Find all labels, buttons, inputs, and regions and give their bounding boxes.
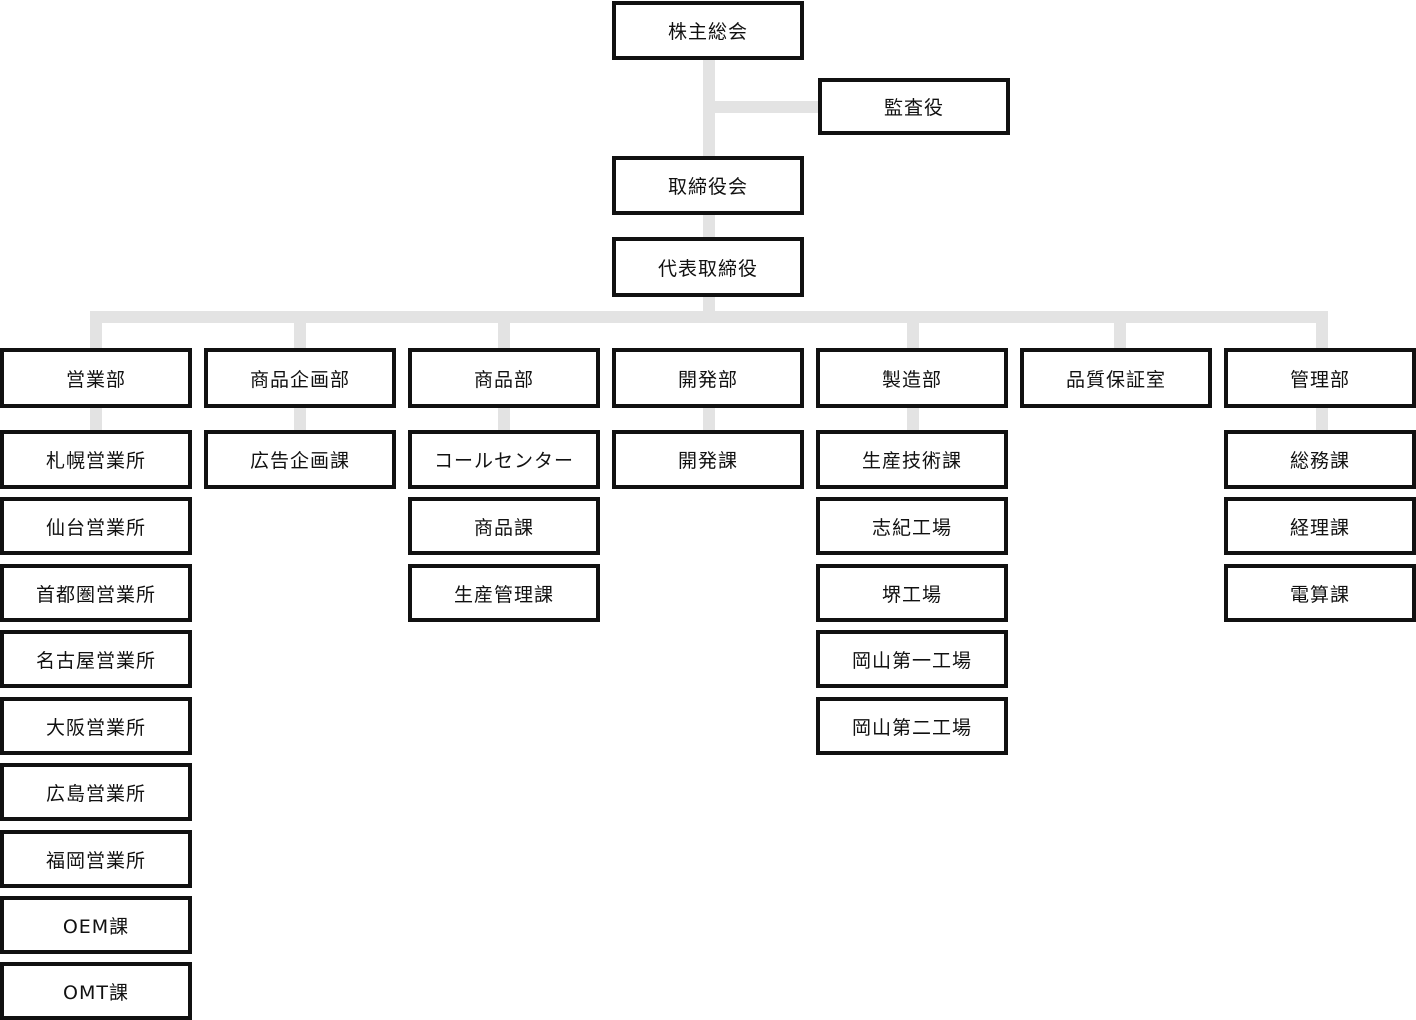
unit-box: 札幌営業所 (0, 430, 192, 489)
shareholders-box: 株主総会 (612, 1, 804, 60)
unit-box: 生産技術課 (816, 430, 1008, 489)
unit-box: 生産管理課 (408, 564, 600, 622)
connector-dept-0 (90, 311, 102, 353)
connector-dept-5 (1114, 311, 1126, 353)
connector-units-4 (907, 400, 919, 434)
department-box: 商品企画部 (204, 348, 396, 408)
department-box: 商品部 (408, 348, 600, 408)
connector-units-1 (294, 400, 306, 434)
unit-box: 大阪営業所 (0, 697, 192, 755)
connector-units-6 (1316, 400, 1328, 434)
unit-box: OMT課 (0, 962, 192, 1020)
president-box: 代表取締役 (612, 237, 804, 297)
department-box: 管理部 (1224, 348, 1416, 408)
unit-box: 商品課 (408, 497, 600, 555)
connector-dept-2 (498, 311, 510, 353)
unit-box: 広告企画課 (204, 430, 396, 489)
connector-departments-horizontal (90, 311, 1328, 323)
connector-units-0 (90, 400, 102, 434)
department-box: 開発部 (612, 348, 804, 408)
department-box: 営業部 (0, 348, 192, 408)
connector-dept-6 (1316, 311, 1328, 353)
unit-box: 岡山第一工場 (816, 630, 1008, 688)
unit-box: OEM課 (0, 896, 192, 954)
unit-box: 福岡営業所 (0, 830, 192, 888)
unit-box: 首都圏営業所 (0, 564, 192, 622)
connector-dept-1 (294, 311, 306, 353)
unit-box: 経理課 (1224, 497, 1416, 555)
unit-box: 開発課 (612, 430, 804, 489)
department-box: 品質保証室 (1020, 348, 1212, 408)
unit-box: コールセンター (408, 430, 600, 489)
connector-units-3 (703, 400, 715, 434)
connector-units-2 (498, 400, 510, 434)
unit-box: 志紀工場 (816, 497, 1008, 555)
unit-box: 総務課 (1224, 430, 1416, 489)
board-box: 取締役会 (612, 156, 804, 215)
unit-box: 名古屋営業所 (0, 630, 192, 688)
unit-box: 電算課 (1224, 564, 1416, 622)
unit-box: 堺工場 (816, 564, 1008, 622)
department-box: 製造部 (816, 348, 1008, 408)
connector-dept-4 (907, 311, 919, 353)
connector-auditor (709, 101, 821, 113)
unit-box: 岡山第二工場 (816, 697, 1008, 755)
unit-box: 広島営業所 (0, 763, 192, 821)
unit-box: 仙台営業所 (0, 497, 192, 555)
auditor-box: 監査役 (818, 78, 1010, 135)
